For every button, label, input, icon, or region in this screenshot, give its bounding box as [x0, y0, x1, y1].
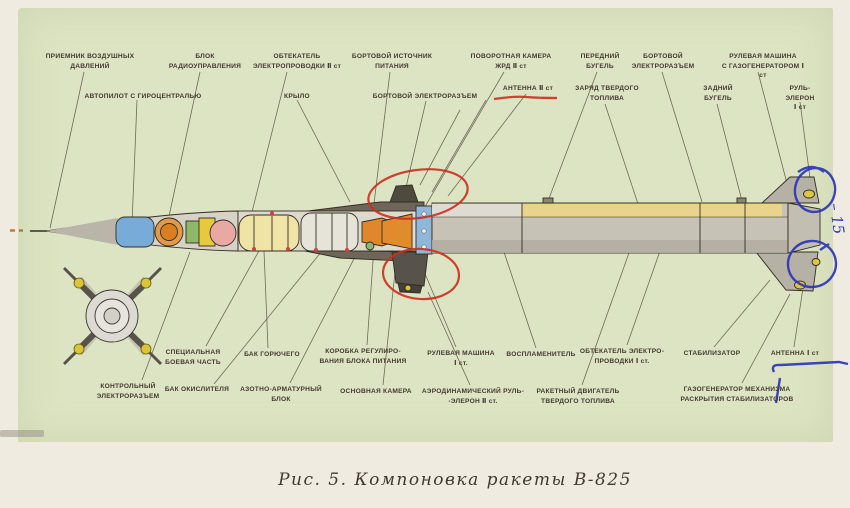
callout-blok-radioupravleniya: БЛОК РАДИОУПРАВЛЕНИЯ — [168, 53, 242, 70]
callout-rul-eleron-1st: РУЛЬ-ЭЛЕРОН Ⅰ ст — [785, 85, 815, 112]
pen-annotations — [367, 95, 849, 404]
figure-caption: Рис. 5. Компоновка ракеты В-825 — [278, 470, 632, 490]
autopilot-block — [185, 220, 201, 244]
antenna-pod-bottom-2 — [811, 258, 821, 266]
rudder-pod-bottom — [391, 251, 429, 287]
valve-green — [365, 241, 375, 251]
stage1-lower-shade — [432, 240, 788, 253]
front-view-antenna-tips — [73, 277, 152, 355]
callout-bak-okislitelya: БАК ОКИСЛИТЕЛЯ — [164, 386, 230, 393]
callout-obtekatel-elektroprovodki-2st: ОБТЕКАТЕЛЬ ЭЛЕКТРОПРОВОДКИ Ⅱ ст — [252, 53, 342, 70]
radio-control-block — [115, 216, 155, 248]
red-underline-antenna-2st — [493, 95, 558, 101]
red-pen-marks — [367, 95, 558, 301]
warhead-sphere — [209, 219, 237, 247]
rocket-body — [10, 176, 821, 366]
callout-stabilizator: СТАБИЛИЗАТОР — [683, 350, 741, 357]
callout-kontrolnyy-elektrorazem: КОНТРОЛЬНЫЙ ЭЛЕКТРОРАЗЪЕМ — [96, 383, 160, 400]
blue-pen-note: – 15 — [825, 201, 848, 236]
callout-krylo: КРЫЛО — [284, 93, 310, 100]
callout-bortovoy-istochnik-pitaniya: БОРТОВОЙ ИСТОЧНИК ПИТАНИЯ — [351, 53, 433, 70]
blue-pen-marks — [771, 165, 849, 404]
callout-osnovnaya-kamera: ОСНОВНАЯ КАМЕРА — [340, 388, 412, 395]
callout-priemnik-vozdushnyh-davleniy: ПРИЕМНИК ВОЗДУШНЫХ ДАВЛЕНИЙ — [45, 53, 135, 70]
callout-korobka-regulirovaniya-bloka-pitaniya: КОРОБКА РЕГУЛИРО- ВАНИЯ БЛОКА ПИТАНИЯ — [319, 348, 407, 365]
solid-charge-band — [522, 204, 782, 217]
tail-cone — [787, 202, 821, 254]
antenna-fin-top — [389, 184, 419, 203]
callout-avtopilot-s-girocentralyu: АВТОПИЛОТ С ГИРОЦЕНТРАЛЬЮ — [84, 93, 202, 100]
callout-povorotnaya-kamera-zhrd-2st: ПОВОРОТНАЯ КАМЕРА ЖРД Ⅱ ст — [470, 53, 552, 70]
callout-rulevaya-mashina-s-gazogeneratorom-1st: РУЛЕВАЯ МАШИНА С ГАЗОГЕНЕРАТОРОМ Ⅰ ст — [721, 53, 805, 80]
callout-antenna-1st: АНТЕННА Ⅰ ст — [770, 350, 820, 357]
callout-zaryad-tverdogo-topliva: ЗАРЯД ТВЕРДОГО ТОПЛИВА — [575, 85, 639, 102]
callout-bortovoy-elektrorazem-2st: БОРТОВОЙ ЭЛЕКТРОРАЗЪЕМ — [372, 93, 478, 100]
page-edge-shadow — [0, 430, 44, 437]
callout-gazogenerator-mekhanizma-raskrytiya-stabilizatorov: ГАЗОГЕНЕРАТОР МЕХАНИЗМА РАСКРЫТИЯ СТАБИЛ… — [680, 386, 794, 403]
tank-fittings — [252, 211, 349, 252]
red-ellipse-bottom — [381, 247, 461, 301]
front-lug — [542, 197, 554, 204]
front-view — [62, 266, 163, 366]
red-ellipse-top — [367, 168, 469, 220]
antenna-pod-top — [803, 189, 815, 199]
antenna-tip-yellow — [404, 284, 412, 292]
callout-aerodinamicheskiy-rul-eleron-2st: АЭРОДИНАМИЧЕСКИЙ РУЛЬ- -ЭЛЕРОН Ⅱ ст. — [421, 388, 525, 405]
callout-azotno-armaturnyy-blok: АЗОТНО-АРМАТУРНЫЙ БЛОК — [240, 386, 322, 403]
oxidizer-tank — [300, 212, 359, 252]
callout-peredniy-bugel: ПЕРЕДНИЙ БУГЕЛЬ — [580, 53, 620, 70]
leader-lines — [49, 71, 811, 386]
blue-vertical-mark — [774, 377, 782, 404]
blue-underline-antenna-1st — [771, 360, 849, 373]
callout-spetsialnaya-boevaya-chast: СПЕЦИАЛЬНАЯ БОЕВАЯ ЧАСТЬ — [165, 349, 221, 366]
callout-bak-goryuchego: БАК ГОРЮЧЕГО — [244, 351, 300, 358]
callout-vosplamenitel: ВОСПЛАМЕНИТЕЛЬ — [506, 351, 576, 358]
gyro-unit-inner — [160, 223, 178, 241]
rear-lug — [736, 197, 747, 204]
callout-rulevaya-mashina-1st: РУЛЕВАЯ МАШИНА Ⅰ ст. — [427, 350, 495, 367]
fuel-tank — [238, 214, 300, 252]
callout-antenna-2st: АНТЕННА Ⅱ ст — [502, 85, 554, 92]
nose-tip-shade — [46, 218, 118, 245]
callout-raketnyy-dvigatel-tverdogo-topliva: РАКЕТНЫЙ ДВИГАТЕЛЬ ТВЕРДОГО ТОПЛИВА — [536, 388, 620, 405]
blue-circle-bottom — [786, 239, 838, 289]
callout-obtekatel-elektroprovodki-1st: ОБТЕКАТЕЛЬ ЭЛЕКТРО- ПРОВОДКИ Ⅰ ст. — [579, 348, 665, 365]
callout-bortovoy-elektrorazem-1st: БОРТОВОЙ ЭЛЕКТРОРАЗЪЕМ — [631, 53, 695, 70]
callout-zadniy-bugel: ЗАДНИЙ БУГЕЛЬ — [703, 85, 733, 102]
